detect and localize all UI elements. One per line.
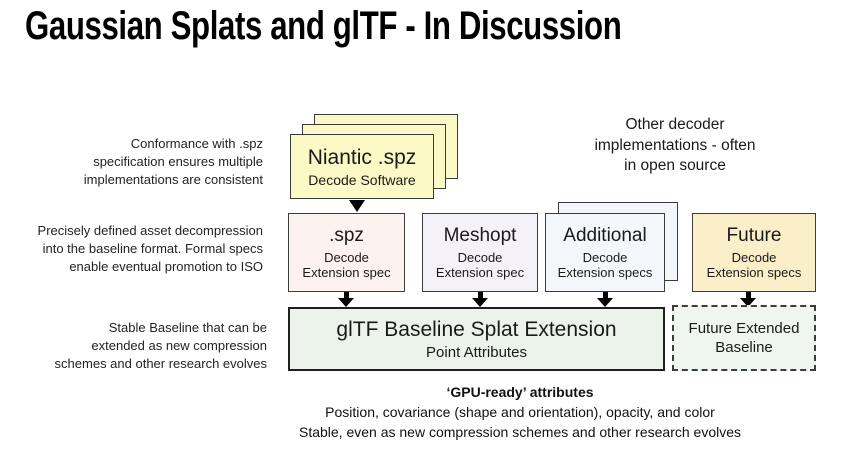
note-stable-baseline: Stable Baseline that can be extended as … [55,319,267,373]
box-title: Meshopt [443,224,517,246]
note-line: Precisely defined asset decompression [37,223,263,238]
note-conformance: Conformance with .spz specification ensu… [84,135,263,189]
box-line: Decode [582,249,628,265]
box-line: Decode [324,249,369,265]
future-extended-baseline-box: Future Extended Baseline [672,305,816,371]
note-line: schemes and other research evolves [54,356,267,371]
box-line: Extension specs [557,264,653,280]
box-line: Extension specs [706,264,802,280]
note-line: specification ensures multiple [93,154,263,169]
note-line: implementations - often [594,136,756,154]
box-title: .spz [329,224,364,246]
spz-decode-box: .spz Decode Extension spec [288,213,405,292]
note-line: implementations are consistent [83,172,263,187]
additional-decode-box-stack: Additional Decode Extension specs [545,202,679,292]
box-line: Decode [731,249,777,265]
future-decode-box: Future Decode Extension specs [692,213,816,292]
niantic-spz-card-stack: Niantic .spz Decode Software [290,114,460,200]
gltf-baseline-box: glTF Baseline Splat Extension Point Attr… [288,307,665,371]
box-line: Extension spec [302,264,391,280]
note-line: Stable Baseline that can be [108,320,267,335]
box-title: Additional [563,224,647,246]
page-title: Gaussian Splats and glTF - In Discussion [25,4,622,48]
card-title: Niantic .spz [307,145,417,169]
gpu-ready-footer: ‘GPU-ready’ attributes Position, covaria… [220,382,820,442]
arrow-down-icon [597,292,613,307]
note-precise-specs: Precisely defined asset decompression in… [38,222,263,276]
note-line: Conformance with .spz [130,136,263,151]
box-title: Future [726,224,782,246]
niantic-spz-card: Niantic .spz Decode Software [290,134,434,199]
meshopt-decode-box: Meshopt Decode Extension spec [422,213,538,292]
note-other-decoders: Other decoder implementations - often in… [572,115,778,177]
note-line: in open source [624,157,726,174]
arrow-down-icon [349,200,365,212]
box-line: Decode [457,249,503,265]
box-line: Extension spec [435,264,525,280]
arrow-down-icon [740,292,756,307]
note-line: extended as new compression [91,338,267,353]
future-baseline-title: Future Extended Baseline [688,320,800,356]
baseline-title: glTF Baseline Splat Extension [336,317,617,341]
note-line: into the baseline format. Formal specs [42,241,263,256]
arrow-down-icon [472,292,488,307]
gpu-ready-heading: ‘GPU-ready’ attributes [446,384,594,400]
note-line: Other decoder [625,116,725,133]
additional-decode-box: Additional Decode Extension specs [545,213,665,292]
arrow-down-icon [338,292,354,307]
footer-line: Stable, even as new compression schemes … [298,424,741,440]
baseline-subtitle: Point Attributes [426,343,527,361]
card-subtitle: Decode Software [308,171,416,188]
footer-line: Position, covariance (shape and orientat… [325,404,715,420]
note-line: enable eventual promotion to ISO [69,259,263,274]
